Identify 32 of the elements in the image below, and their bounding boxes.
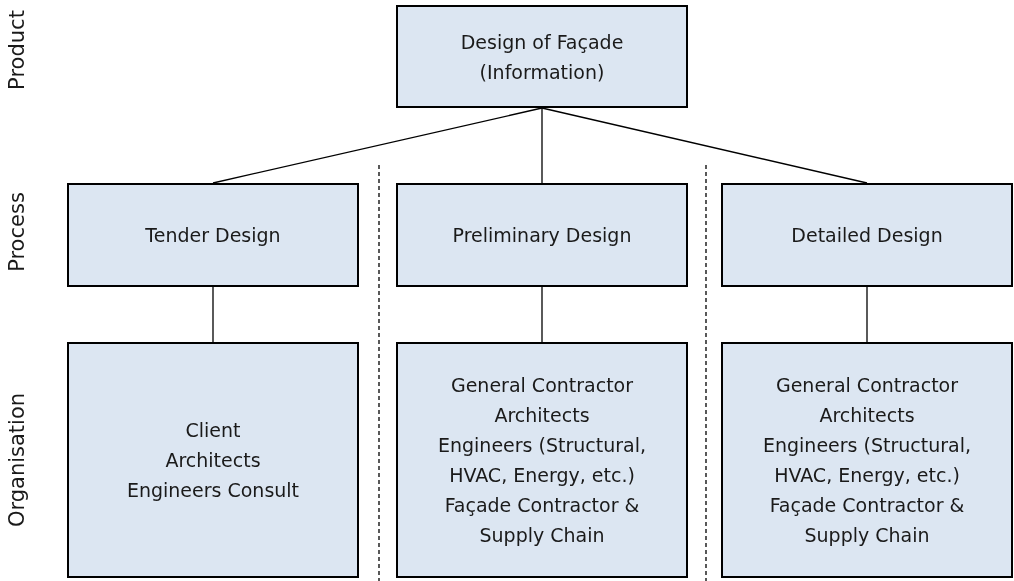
process-box bbox=[721, 183, 1013, 287]
row-label: Process bbox=[4, 192, 31, 272]
box-text: Engineers Consult bbox=[126, 478, 300, 503]
box-text: Detailed Design bbox=[791, 223, 943, 248]
box-text: Client bbox=[185, 418, 241, 443]
row-label: Organisation bbox=[4, 392, 31, 528]
box-text: (Information) bbox=[479, 59, 605, 85]
connector-line bbox=[212, 286, 214, 343]
box-text: Architects bbox=[818, 403, 916, 428]
connector-line bbox=[541, 107, 543, 184]
box-text: General Contractor bbox=[449, 373, 635, 398]
connector-line bbox=[212, 107, 543, 184]
process-box bbox=[396, 342, 688, 578]
connector-line bbox=[541, 286, 543, 343]
box-text: Architects bbox=[493, 403, 591, 428]
box-text: Tender Design bbox=[145, 223, 281, 248]
process-box bbox=[396, 5, 688, 108]
box-text: General Contractor bbox=[774, 373, 960, 398]
box-text: Façade Contractor & Supply Chain bbox=[443, 493, 641, 548]
process-box bbox=[721, 342, 1013, 578]
row-label: Product bbox=[4, 10, 31, 90]
box-text: Design of Façade bbox=[460, 29, 624, 55]
process-box bbox=[67, 342, 359, 578]
box-text: Engineers (Structural, HVAC, Energy, etc.) bbox=[761, 433, 972, 488]
connector-line bbox=[866, 286, 868, 343]
process-box bbox=[396, 183, 688, 287]
connector-line bbox=[541, 107, 868, 184]
process-box bbox=[67, 183, 359, 287]
box-text: Façade Contractor & Supply Chain bbox=[768, 493, 966, 548]
box-text: Architects bbox=[165, 448, 261, 473]
box-text: Engineers (Structural, HVAC, Energy, etc.) bbox=[436, 433, 647, 488]
box-text: Preliminary Design bbox=[452, 223, 632, 248]
